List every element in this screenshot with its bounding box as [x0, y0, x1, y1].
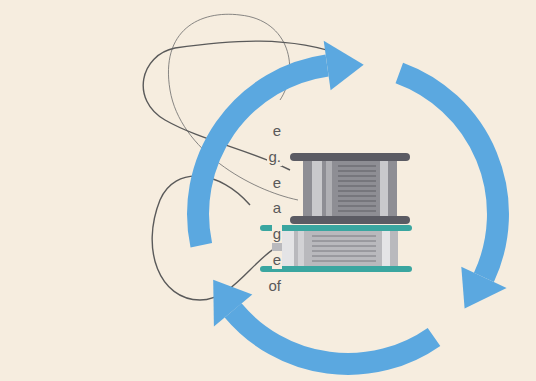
text-fragment: g: [272, 225, 282, 243]
thread-spool: [260, 225, 412, 272]
text-fragment: of: [267, 277, 282, 295]
thread-line: [152, 176, 300, 300]
text-fragment: a: [272, 199, 282, 217]
thread-line: [175, 41, 345, 56]
thread-spool: [290, 153, 410, 224]
arrowheads: [213, 41, 506, 327]
text-fragment: e: [272, 251, 282, 269]
cycle-arrows: [198, 66, 498, 364]
text-fragment: e: [272, 122, 282, 140]
text-fragment: e: [272, 174, 282, 192]
text-fragment: g.: [267, 148, 282, 166]
